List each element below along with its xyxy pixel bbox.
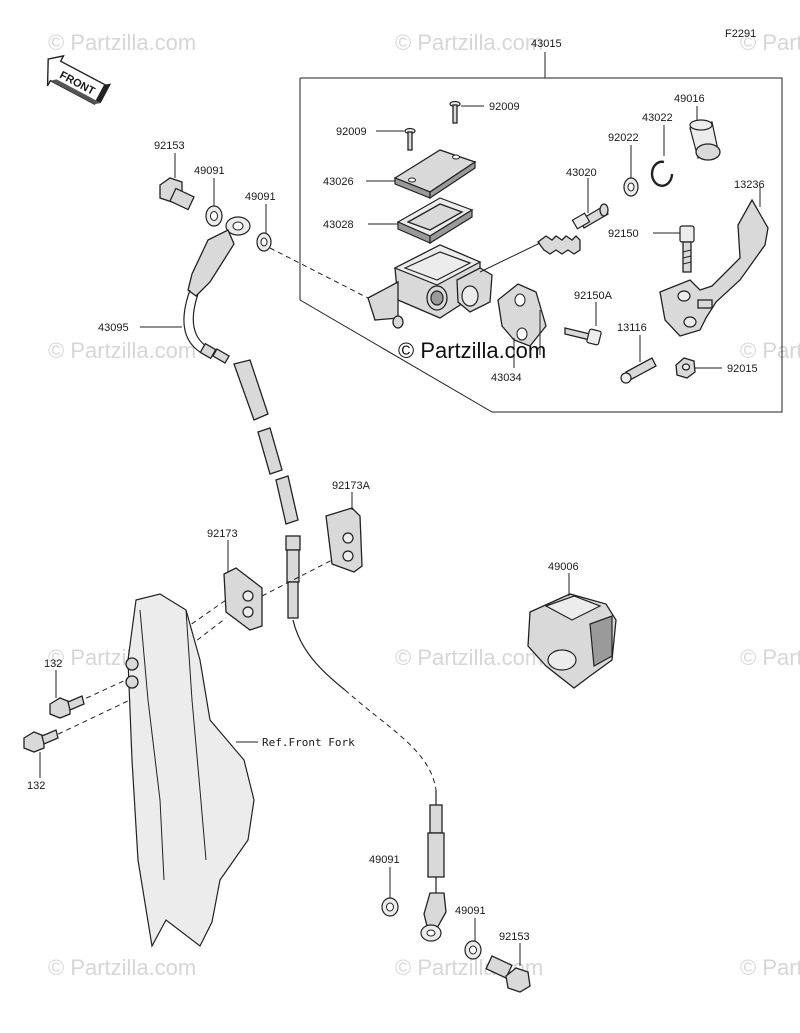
screw-92009-icon bbox=[404, 100, 461, 151]
part-label-92015: 92015 bbox=[727, 363, 758, 375]
part-label-92150a: 92150A bbox=[574, 290, 613, 302]
bolt-132-icon bbox=[23, 695, 85, 753]
watermark: © Partzilla.com bbox=[48, 955, 196, 980]
master-cylinder-body-icon bbox=[367, 244, 493, 329]
part-label-132: 132 bbox=[27, 780, 45, 792]
ref-note: Ref.Front Fork bbox=[262, 736, 355, 749]
part-label-43095: 43095 bbox=[98, 322, 129, 334]
part-label-43022: 43022 bbox=[642, 112, 673, 124]
watermark: © Partzilla.com bbox=[740, 645, 800, 670]
part-label-49091: 49091 bbox=[369, 854, 400, 866]
banjo-bolt-92153-icon bbox=[159, 177, 195, 211]
diagram-code: F2291 bbox=[725, 28, 756, 40]
brake-hose-43095-icon bbox=[183, 216, 447, 942]
part-label-49016: 49016 bbox=[674, 93, 705, 105]
watermark: © Partzilla.com bbox=[48, 338, 196, 363]
piston-kit-43020-icon bbox=[537, 203, 609, 255]
pin-13116-icon bbox=[620, 357, 657, 384]
watermark: © Partzilla.com bbox=[740, 338, 800, 363]
part-label-49091: 49091 bbox=[194, 165, 225, 177]
washer-49091-icon bbox=[205, 205, 272, 252]
clamp-43034-icon bbox=[497, 283, 547, 347]
part-label-43028: 43028 bbox=[323, 219, 354, 231]
part-label-13116: 13116 bbox=[617, 322, 647, 334]
part-label-92009: 92009 bbox=[336, 126, 367, 138]
part-label-92153: 92153 bbox=[499, 931, 530, 943]
part-label-132: 132 bbox=[44, 658, 62, 670]
banjo-bolt-92153-icon bbox=[485, 955, 531, 993]
dust-boot-49016-icon bbox=[689, 119, 721, 161]
part-label-13236: 13236 bbox=[734, 179, 765, 191]
pivot-bolt-92150-icon bbox=[679, 225, 695, 273]
brake-lever-13236-icon bbox=[659, 198, 769, 337]
part-label-43020: 43020 bbox=[566, 167, 597, 179]
hose-bracket-92173-icon bbox=[223, 567, 263, 631]
watermark: © Partzilla.com bbox=[740, 30, 800, 55]
hose-bracket-92173a-icon bbox=[325, 507, 363, 573]
master-cylinder-cover-49006-icon bbox=[527, 593, 617, 689]
watermark: © Partzilla.com bbox=[395, 645, 543, 670]
watermark: © Partzilla.com bbox=[48, 30, 196, 55]
part-label-43026: 43026 bbox=[323, 176, 354, 188]
part-label-92022: 92022 bbox=[608, 132, 639, 144]
reservoir-cap-43026-icon bbox=[393, 149, 477, 200]
assembly-43015-outline bbox=[299, 52, 783, 413]
part-label-92173a: 92173A bbox=[332, 480, 371, 492]
part-label-43015: 43015 bbox=[531, 38, 562, 50]
watermark: © Partzilla.com bbox=[740, 955, 800, 980]
washer-92022-icon bbox=[623, 177, 639, 197]
part-label-49091: 49091 bbox=[245, 191, 276, 203]
diaphragm-43028-icon bbox=[396, 197, 474, 245]
part-label-92009: 92009 bbox=[489, 101, 520, 113]
circlip-43022-icon bbox=[650, 160, 674, 187]
part-label-43034: 43034 bbox=[491, 372, 522, 384]
part-label-92153: 92153 bbox=[154, 140, 185, 152]
watermark: © Partzilla.com bbox=[395, 30, 543, 55]
center-watermark: © Partzilla.com bbox=[398, 338, 546, 363]
nut-92015-icon bbox=[675, 357, 696, 379]
part-label-92173: 92173 bbox=[207, 528, 238, 540]
front-fork-guard-icon bbox=[125, 593, 255, 948]
front-arrow-icon: FRONT bbox=[46, 54, 112, 106]
part-label-92150: 92150 bbox=[608, 228, 639, 240]
clamp-bolt-92150a-icon bbox=[564, 327, 602, 346]
part-label-49091: 49091 bbox=[455, 905, 486, 917]
part-label-49006: 49006 bbox=[548, 561, 579, 573]
